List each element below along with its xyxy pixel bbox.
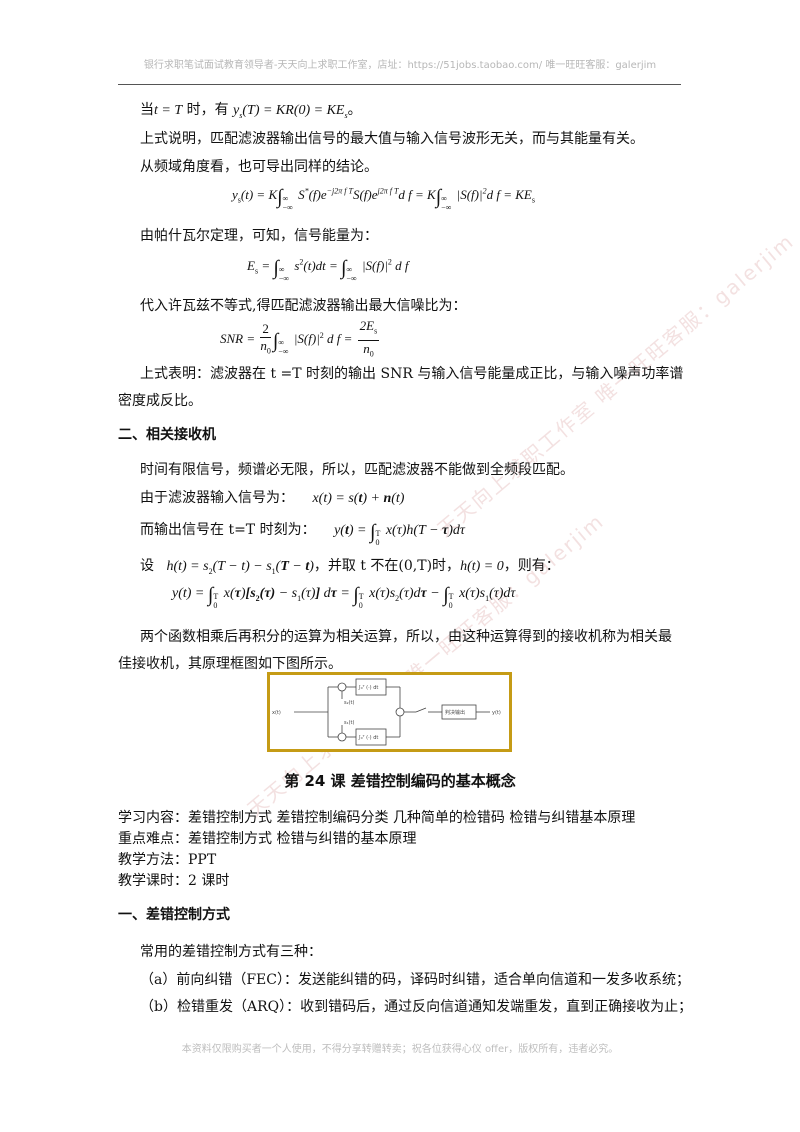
info-line: 教学方法：PPT bbox=[118, 852, 217, 868]
equation-6b: h(t) = 0 bbox=[460, 559, 504, 574]
paragraph-line: 由于滤波器输入信号为： x(t) = s(t) + n(t) bbox=[140, 488, 404, 509]
paragraph-line: 代入许瓦兹不等式,得匹配滤波器输出最大信噪比为： bbox=[140, 298, 467, 314]
paragraph-line: 两个函数相乘后再积分的运算为相关运算，所以，由这种运算得到的接收机称为相关最 bbox=[140, 629, 672, 645]
page-footer: 本资料仅限购买者一个人使用，不得分享转赠转卖；祝各位获得心仪 offer，版权所… bbox=[181, 1044, 619, 1055]
paragraph-line: 上式说明，匹配滤波器输出信号的最大值与输入信号波形无关，而与其能量有关。 bbox=[140, 131, 644, 147]
text-fragment: 当 bbox=[140, 102, 154, 118]
text-fragment: 设 bbox=[140, 558, 154, 574]
text-fragment: 由于滤波器输入信号为： bbox=[140, 490, 294, 506]
equation-6a: h(t) = s2(T − t) − s1(T − t) bbox=[166, 559, 314, 576]
section-heading: 一、差错控制方式 bbox=[118, 907, 230, 923]
equation-4: x(t) = s(t) + n(t) bbox=[312, 491, 405, 506]
page-header: 银行求职笔试面试教育领导者-天天向上求职工作室，店址：https://51job… bbox=[143, 60, 657, 71]
info-line: 学习内容：差错控制方式 差错控制编码分类 几种简单的检错码 检错与纠错基本原理 bbox=[118, 810, 636, 826]
paragraph-line: 上式表明：滤波器在 t =T 时刻的输出 SNR 与输入信号能量成正比，与输入噪… bbox=[140, 366, 684, 382]
math-subscript: s bbox=[239, 110, 243, 120]
math-inline: ys(T) = KR(0) = KEs bbox=[233, 103, 348, 120]
info-line: 重点难点：差错控制方式 检错与纠错的基本原理 bbox=[118, 831, 417, 847]
diagram-decision-label: 判决输出 bbox=[445, 709, 465, 716]
paragraph-line: 时间有限信号，频谱必无限，所以，匹配滤波器不能做到全频段匹配。 bbox=[140, 462, 574, 478]
header-rule bbox=[118, 84, 681, 85]
paragraph-line: 从频域角度看，也可导出同样的结论。 bbox=[140, 159, 378, 175]
math-symbol: (T) = KR(0) = KE bbox=[242, 103, 345, 118]
paragraph-line: 当t = T 时，有 ys(T) = KR(0) = KEs。 bbox=[140, 100, 362, 126]
paragraph-line: 佳接收机，其原理框图如下图所示。 bbox=[118, 656, 342, 672]
paragraph-line: 密度成反比。 bbox=[118, 393, 202, 409]
diagram-upper-integrator-label: ∫₀ᵀ (·) dt bbox=[358, 685, 378, 691]
list-item: （a）前向纠错（FEC）：发送能纠错的码，译码时纠错，适合单向信道和一发多收系统… bbox=[140, 972, 690, 988]
equation-1: ys(t) = K∫∞−∞ S*(f)e−j2π f TS(f)ej2π f T… bbox=[232, 186, 535, 212]
paragraph-line: 设 h(t) = s2(T − t) − s1(T − t)，并取 t 不在(0… bbox=[140, 556, 560, 582]
diagram-lower-ref-label: s₁(t) bbox=[344, 720, 355, 726]
text-fragment: 而输出信号在 t=T 时刻为： bbox=[140, 522, 316, 538]
paragraph-line: 常用的差错控制方式有三种： bbox=[140, 944, 322, 960]
diagram-input-label: x(t) bbox=[272, 710, 281, 716]
list-item: （b）检错重发（ARQ）：收到错码后，通过反向信道通知发端重发，直到正确接收为止… bbox=[140, 999, 693, 1015]
text-fragment: 。 bbox=[347, 102, 362, 118]
diagram-upper-ref-label: s₂(t) bbox=[344, 700, 355, 706]
text-fragment: 时，有 bbox=[182, 102, 234, 118]
info-line: 教学课时：2 课时 bbox=[118, 873, 230, 889]
correlation-receiver-diagram: x(t) s₂(t) s₁(t) ∫₀ᵀ (·) dt ∫₀ᵀ (·) dt 判… bbox=[267, 672, 512, 752]
text-fragment: ，并取 t 不在(0,T)时， bbox=[313, 558, 461, 574]
section-heading: 二、相关接收机 bbox=[118, 427, 216, 443]
paragraph-line: 由帕什瓦尔定理，可知，信号能量为： bbox=[140, 228, 378, 244]
diagram-output-label: y(t) bbox=[492, 710, 501, 716]
equation-2: Es = ∫∞−∞ s2(t)dt = ∫∞−∞ |S(f)|2 d f bbox=[247, 257, 409, 283]
text-fragment: ，则有： bbox=[503, 558, 560, 574]
lesson-title: 第 24 课 差错控制编码的基本概念 bbox=[284, 772, 516, 790]
diagram-lower-integrator-label: ∫₀ᵀ (·) dt bbox=[358, 735, 378, 741]
diagram-svg: x(t) s₂(t) s₁(t) ∫₀ᵀ (·) dt ∫₀ᵀ (·) dt 判… bbox=[272, 678, 501, 746]
math-inline: t = T bbox=[154, 103, 183, 118]
math-subscript: s bbox=[344, 110, 348, 120]
math-symbol: y bbox=[233, 103, 240, 118]
